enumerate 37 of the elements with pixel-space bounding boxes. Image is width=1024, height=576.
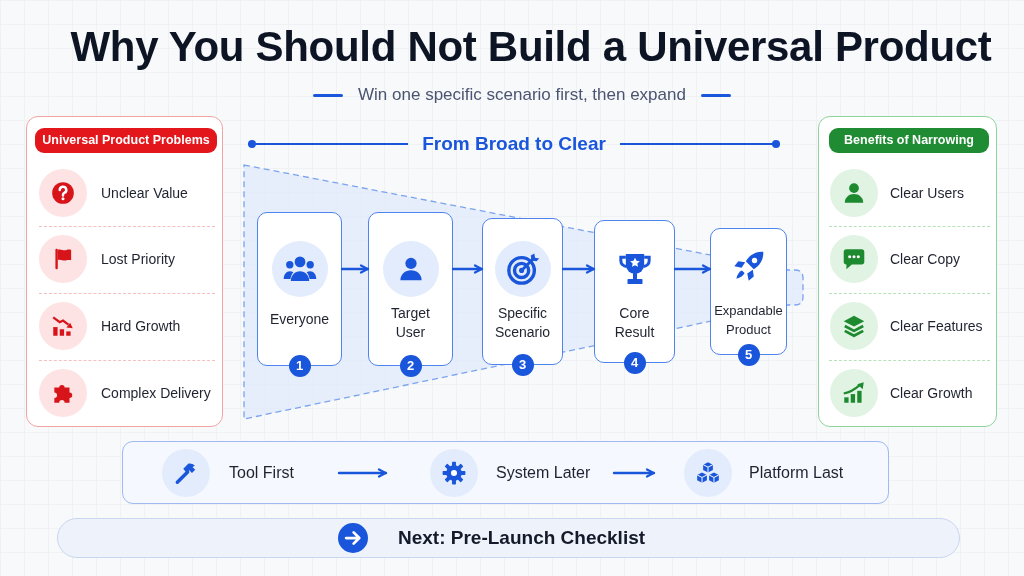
arrow	[337, 468, 388, 478]
step-label: System Later	[496, 463, 591, 483]
next-step-label: Next: Pre-Launch Checklist	[398, 526, 646, 550]
item-label: Unclear Value	[101, 184, 188, 202]
step-number: 2	[399, 355, 422, 377]
panel-heading: Benefits of Narrowing	[829, 128, 989, 153]
item-label: Hard Growth	[101, 317, 181, 335]
step-label: Specific Scenario	[494, 304, 551, 342]
arrow	[561, 264, 596, 274]
step-label: Platform Last	[749, 463, 844, 483]
item-label: Clear Copy	[890, 250, 961, 268]
step-label: Core Result	[614, 304, 655, 342]
step-label: Expandable Product	[714, 302, 783, 339]
panel-card	[26, 116, 223, 427]
step-number: 5	[737, 344, 760, 366]
arrow	[451, 264, 484, 274]
step-number: 4	[623, 352, 646, 374]
panel-heading: Universal Product Problems	[35, 128, 217, 153]
step-label: Everyone	[269, 309, 330, 329]
item-label: Clear Growth	[890, 384, 973, 402]
item-label: Complex Delivery	[101, 384, 211, 402]
arrow	[612, 468, 656, 478]
step-number: 1	[288, 355, 311, 377]
step-label: Target User	[391, 304, 430, 342]
section-heading: From Broad to Clear	[422, 132, 606, 156]
next-step-bar	[57, 518, 960, 558]
process-panel	[122, 441, 889, 504]
arrow	[340, 264, 370, 274]
step-number: 3	[511, 354, 534, 376]
title: Why You Should Not Build a Universal Product	[70, 24, 992, 70]
subtitle: Win one specific scenario first, then expand	[358, 85, 686, 105]
panel-card	[818, 116, 997, 427]
item-label: Lost Priority	[101, 250, 175, 268]
arrow	[673, 264, 712, 274]
item-label: Clear Features	[890, 317, 983, 335]
step-label: Tool First	[229, 463, 294, 483]
item-label: Clear Users	[890, 184, 964, 202]
